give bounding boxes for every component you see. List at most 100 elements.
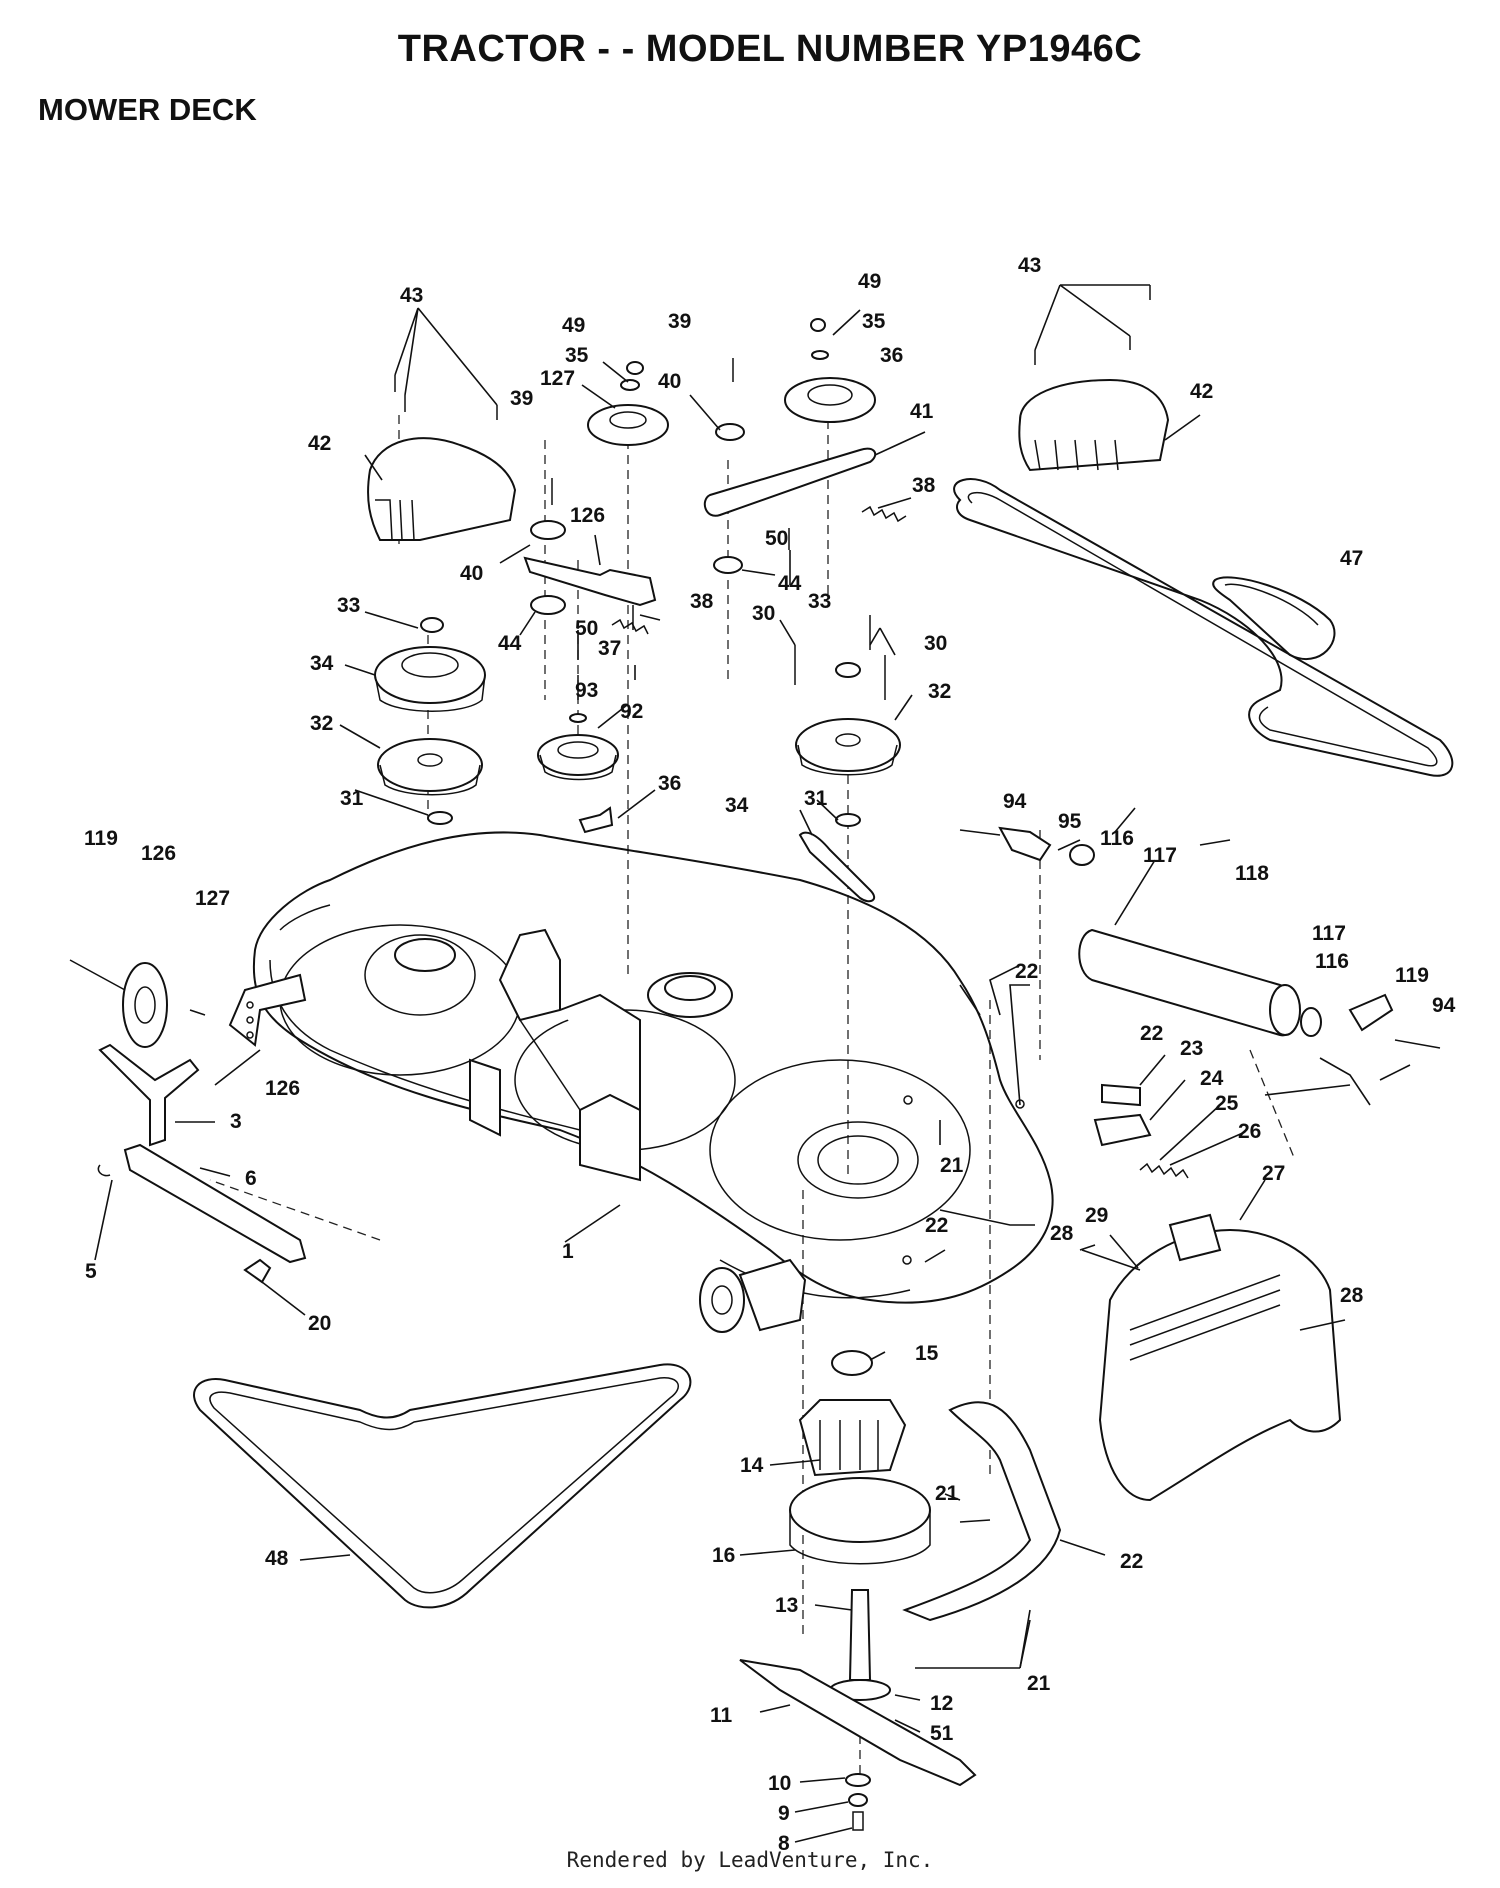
callout-labels: 43 49 39 49 43 35 35 127 36 40 39 42 41 … xyxy=(84,254,1456,1855)
callout-18-bottom: 21 xyxy=(1027,1672,1051,1695)
callout-52: 92 xyxy=(620,700,643,723)
callout-20: 22 xyxy=(1120,1550,1143,1573)
callout-35: 37 xyxy=(598,637,621,660)
callout-50-top: 50 xyxy=(765,527,788,550)
callout-118: 126 xyxy=(265,1077,300,1100)
callout-72: 93 xyxy=(575,679,598,702)
callout-45-left: 42 xyxy=(308,432,331,455)
left-gauge-wheel xyxy=(69,959,206,1048)
callout-119: 127 xyxy=(195,887,230,910)
callout-37: 36 xyxy=(880,344,903,367)
callout-95: 119 xyxy=(1395,964,1429,987)
callout-21-mid: 22 xyxy=(1140,1022,1163,1045)
bolts xyxy=(394,285,1151,700)
belt-48 xyxy=(193,1363,692,1609)
side-bracket-22-25 xyxy=(1093,1083,1189,1179)
callout-8: 8 xyxy=(778,1832,790,1855)
callout-91: 95 xyxy=(1058,810,1082,833)
page-title: TRACTOR - - MODEL NUMBER YP1946C xyxy=(397,28,1143,70)
callout-22: 23 xyxy=(1180,1037,1203,1060)
callout-92-bottom: 116 xyxy=(1315,950,1349,973)
callout-9: 9 xyxy=(778,1802,790,1825)
callout-26: 27 xyxy=(1262,1162,1285,1185)
callout-11: 11 xyxy=(710,1704,733,1727)
callout-21-top: 22 xyxy=(1015,960,1038,983)
callout-93-bottom: 117 xyxy=(1312,922,1346,945)
callout-21-low: 22 xyxy=(925,1214,948,1237)
callout-94: 118 xyxy=(1235,862,1269,885)
spindle-blade-assembly xyxy=(739,1350,977,1831)
callout-19: 20 xyxy=(308,1312,331,1335)
footer-credit: Rendered by LeadVenture, Inc. xyxy=(566,1848,934,1872)
callout-29: 28 xyxy=(1050,1222,1074,1245)
anti-scalp-roller xyxy=(959,826,1441,1049)
deflector-20 xyxy=(902,1401,1062,1622)
callout-1: 1 xyxy=(562,1240,574,1263)
callout-40-top: 38 xyxy=(912,474,936,497)
deck-covers-45 xyxy=(367,378,1170,541)
callout-38: 36 xyxy=(658,772,681,795)
callout-116: 119 xyxy=(84,827,118,850)
callout-48: 48 xyxy=(265,1547,289,1570)
callout-44-left: 44 xyxy=(498,632,522,655)
callout-42-top: 40 xyxy=(658,370,681,393)
callout-leader-lines xyxy=(94,284,1411,1843)
callout-42-left: 40 xyxy=(460,562,483,585)
callout-39: 34 xyxy=(310,652,334,675)
callout-33-right: 33 xyxy=(808,590,831,613)
springs-40 xyxy=(611,505,907,635)
callout-33-left: 33 xyxy=(337,594,360,617)
callout-27: 28 xyxy=(1340,1284,1364,1307)
callout-31-left: 31 xyxy=(340,787,364,810)
belt-47 xyxy=(953,478,1454,777)
callout-93-top: 117 xyxy=(1143,844,1177,867)
callout-49-left: 49 xyxy=(562,314,585,337)
callout-117: 126 xyxy=(141,842,176,865)
height-adjust-links xyxy=(97,1043,307,1284)
callout-15: 15 xyxy=(915,1342,939,1365)
idler-arms xyxy=(523,447,877,903)
callout-23: 24 xyxy=(1200,1067,1224,1090)
callout-3: 3 xyxy=(230,1110,242,1133)
pulleys xyxy=(374,318,901,827)
callout-25: 26 xyxy=(1238,1120,1261,1143)
callout-127: 127 xyxy=(540,367,575,390)
callout-32-left: 32 xyxy=(310,712,333,735)
callout-41-left: 39 xyxy=(510,387,533,410)
callout-46-right: 43 xyxy=(1018,254,1041,277)
callout-126: 126 xyxy=(570,504,605,527)
callout-5: 5 xyxy=(85,1260,97,1283)
callout-36-right: 35 xyxy=(862,310,886,333)
callout-34: 34 xyxy=(725,794,749,817)
discharge-chute-27 xyxy=(1081,1213,1342,1502)
callout-43: 41 xyxy=(910,400,934,423)
section-title: MOWER DECK xyxy=(38,92,257,127)
mower-deck-housing xyxy=(228,831,1054,1333)
callout-14: 14 xyxy=(740,1454,764,1477)
callout-46-left: 43 xyxy=(400,284,423,307)
callout-16: 16 xyxy=(712,1544,735,1567)
callout-28: 29 xyxy=(1085,1204,1108,1227)
callout-44-right: 44 xyxy=(778,572,802,595)
callout-6: 6 xyxy=(245,1167,257,1190)
callout-92-top: 116 xyxy=(1100,827,1134,850)
callout-31-right: 31 xyxy=(804,787,828,810)
callout-24: 25 xyxy=(1215,1092,1239,1115)
callout-50-left: 50 xyxy=(575,617,598,640)
callout-36-left: 35 xyxy=(565,344,589,367)
callout-41-top: 39 xyxy=(668,310,691,333)
callout-51: 51 xyxy=(930,1722,954,1745)
callout-40-mid: 38 xyxy=(690,590,714,613)
callout-10: 10 xyxy=(768,1772,791,1795)
callout-45-right: 42 xyxy=(1190,380,1213,403)
callout-30-right: 30 xyxy=(924,632,947,655)
callout-32-right: 32 xyxy=(928,680,951,703)
callout-18-low: 21 xyxy=(935,1482,959,1505)
callout-12: 12 xyxy=(930,1692,953,1715)
callout-47: 47 xyxy=(1340,547,1363,570)
callout-18-mid: 21 xyxy=(940,1154,964,1177)
callout-90-top: 94 xyxy=(1003,790,1027,813)
callout-90-bottom: 94 xyxy=(1432,994,1456,1017)
callout-13: 13 xyxy=(775,1594,798,1617)
